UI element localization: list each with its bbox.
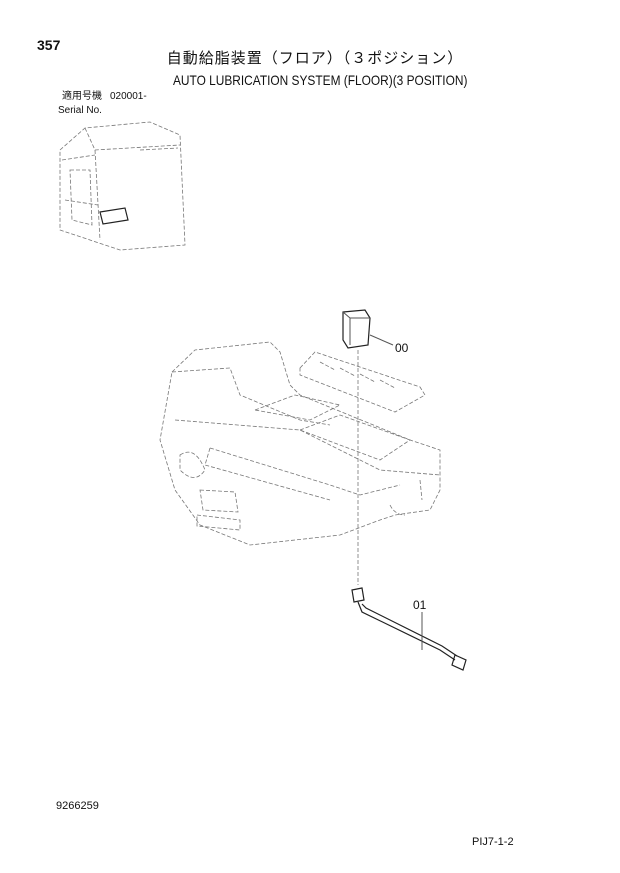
- document-number: 9266259: [56, 800, 99, 812]
- harness-part-01: [351, 350, 467, 671]
- figure-code: PIJ7-1-2: [472, 836, 514, 848]
- serial-label-jp: 適用号機: [62, 91, 102, 102]
- switch-panel: [299, 351, 426, 413]
- page-number: 357: [37, 37, 61, 53]
- page-title-jp: 自動給脂装置（フロア）（３ポジション）: [166, 50, 464, 67]
- serial-value: 020001-: [110, 91, 147, 102]
- serial-label-en: Serial No.: [58, 105, 102, 116]
- console-body: [159, 341, 441, 546]
- switch-part-00: [342, 309, 394, 349]
- cab-overview-sketch: [59, 121, 186, 251]
- callout-00: 00: [395, 341, 409, 355]
- page-title-en: AUTO LUBRICATION SYSTEM (FLOOR)(3 POSITI…: [172, 72, 468, 88]
- callout-01: 01: [413, 598, 427, 612]
- page-title-en-line: AUTO LUBRICATION SYSTEM (FLOOR)(3 POSITI…: [0, 72, 620, 88]
- serial-row: 適用号機 020001-: [62, 91, 147, 103]
